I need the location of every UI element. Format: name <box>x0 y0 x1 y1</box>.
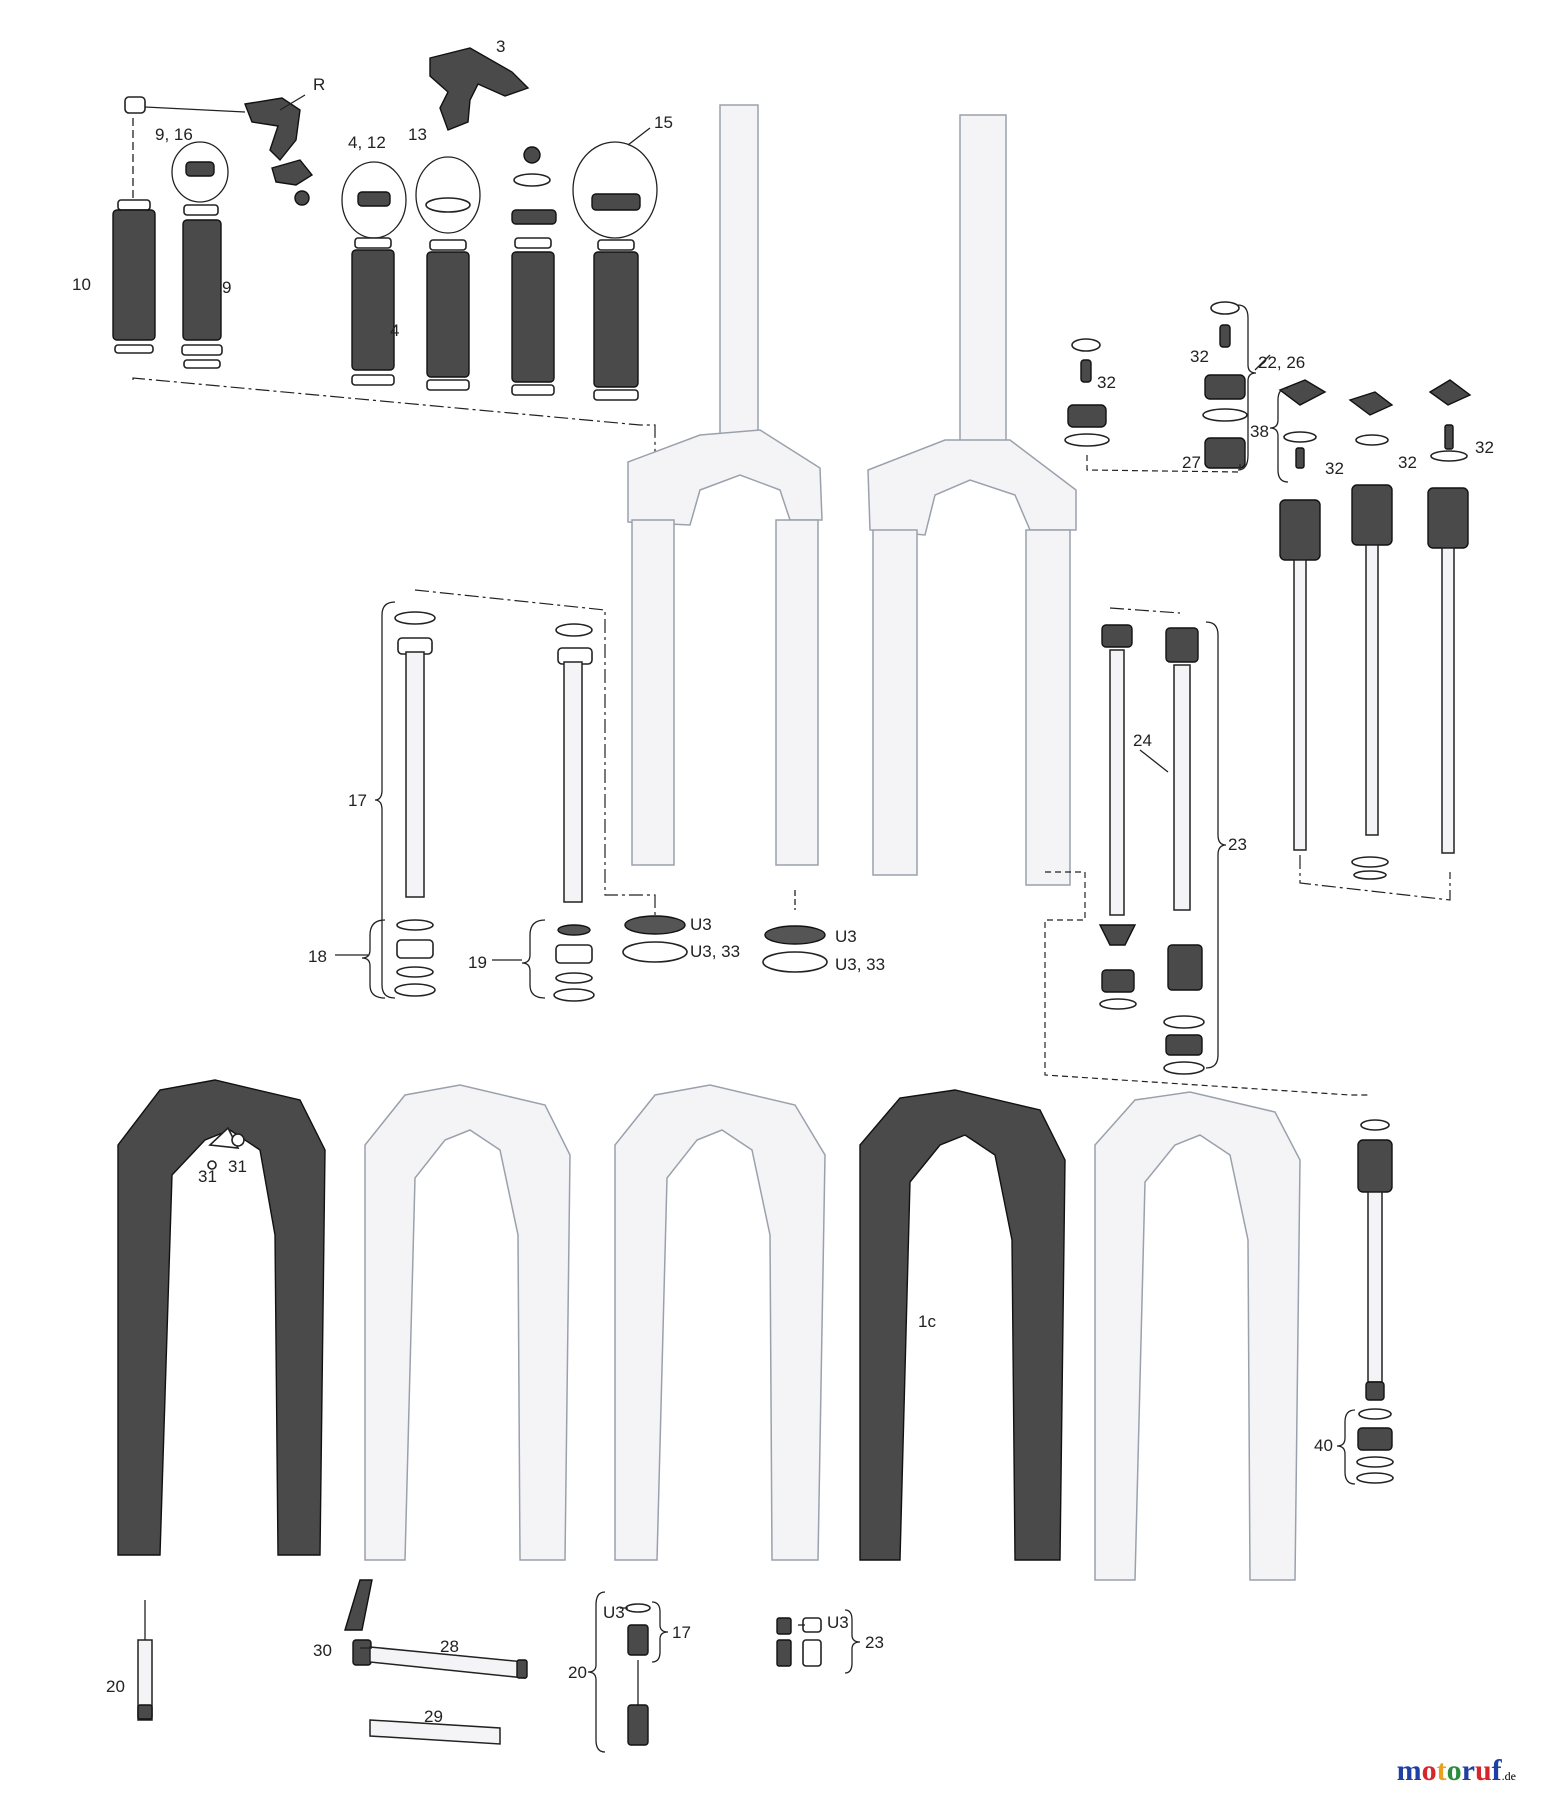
braces <box>361 304 1356 1753</box>
callout-label: 1c <box>918 1312 936 1331</box>
callout-label: 32 <box>1190 347 1209 366</box>
callout-label: 30 <box>313 1641 332 1660</box>
callout-label: 32 <box>1097 373 1116 392</box>
callout-label: U3, 33 <box>835 955 885 974</box>
callout-label: 19 <box>468 953 487 972</box>
callout-label: 40 <box>1314 1436 1333 1455</box>
lower-leg-2 <box>364 1084 571 1561</box>
callout-label: 32 <box>1325 459 1344 478</box>
callout-label: 20 <box>106 1677 125 1696</box>
callout-label: U3 <box>690 915 712 934</box>
watermark-letter: o <box>1421 1754 1437 1787</box>
callout-label: 38 <box>1250 422 1269 441</box>
callout-label: 32 <box>1398 453 1417 472</box>
callout-label: U3 <box>835 927 857 946</box>
damper-40 <box>1356 1119 1394 1484</box>
callout-label: 31 <box>228 1157 247 1176</box>
bottom-parts <box>137 1579 822 1746</box>
callout-label: 27 <box>1182 453 1201 472</box>
callout-label: U3 <box>827 1613 849 1632</box>
callout-label: 29 <box>424 1707 443 1726</box>
callout-label: 4 <box>390 321 399 340</box>
callout-label: 3 <box>496 37 505 56</box>
watermark-suffix: .de <box>1501 1769 1516 1783</box>
watermark-letter: u <box>1474 1754 1492 1787</box>
damper-cartridges <box>112 118 658 465</box>
lower-leg-1 <box>117 1079 326 1556</box>
watermark-logo: motoruf.de <box>1397 1754 1516 1788</box>
remote-lever-3 <box>429 47 530 131</box>
callout-label: U3, 33 <box>690 942 740 961</box>
watermark-letter: f <box>1491 1754 1502 1787</box>
air-shafts <box>394 589 828 1002</box>
lower-leg-5 <box>1094 1091 1301 1581</box>
callout-label: 31 <box>198 1167 217 1186</box>
callout-label: 20 <box>568 1663 587 1682</box>
callout-label: 32 <box>1475 438 1494 457</box>
lower-leg-3 <box>614 1084 826 1561</box>
callout-label: 13 <box>408 125 427 144</box>
watermark-letter: m <box>1396 1754 1422 1787</box>
watermark-letter: t <box>1436 1754 1447 1787</box>
callout-label: R <box>313 75 325 94</box>
leader-lines <box>279 94 1271 1649</box>
callout-labels: R 3 9, 16 13 4, 12 15 10 9 4 32 32 22, 2… <box>72 37 1494 1726</box>
callout-label: U3 <box>603 1603 625 1622</box>
upper-assembly-right <box>867 114 1077 886</box>
lower-leg-4 <box>859 1089 1066 1561</box>
callout-label: 23 <box>865 1633 884 1652</box>
callout-label: 28 <box>440 1637 459 1656</box>
callout-label: 15 <box>654 113 673 132</box>
callout-label: 17 <box>348 791 367 810</box>
watermark-text: motoruf <box>1397 1754 1502 1787</box>
upper-assembly-left <box>627 104 823 866</box>
callout-label: 9, 16 <box>155 125 193 144</box>
callout-label: 18 <box>308 947 327 966</box>
remote-lever <box>124 96 314 206</box>
watermark-letter: r <box>1461 1754 1475 1787</box>
callout-label: 17 <box>672 1623 691 1642</box>
callout-label: 4, 12 <box>348 133 386 152</box>
callout-label: 22, 26 <box>1258 353 1305 372</box>
callout-label: 10 <box>72 275 91 294</box>
callout-label: 24 <box>1133 731 1152 750</box>
watermark-letter: o <box>1446 1754 1462 1787</box>
damper-right <box>1064 301 1472 901</box>
callout-label: 23 <box>1228 835 1247 854</box>
callout-label: 9 <box>222 278 231 297</box>
damper-assembly-24 <box>1044 607 1370 1096</box>
